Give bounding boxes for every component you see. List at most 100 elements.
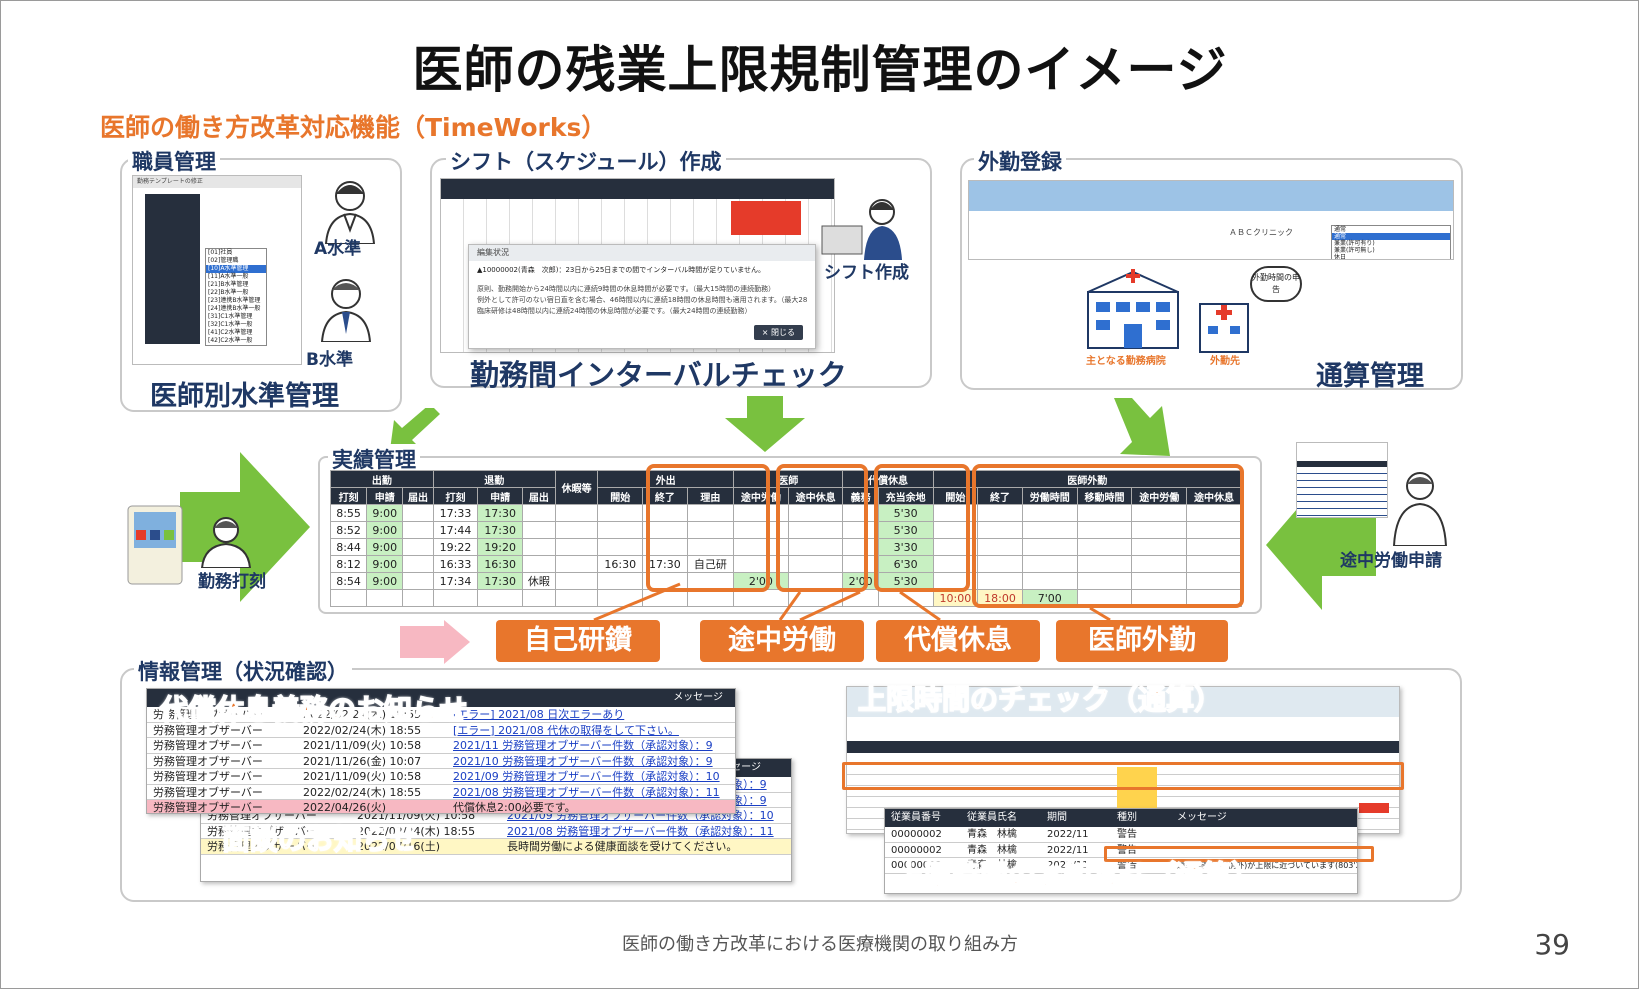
- dropdown-option[interactable]: [23]連携B水準管理: [208, 297, 261, 304]
- table-cell: 9:00: [366, 555, 404, 573]
- limit-emp-no: 00000002: [891, 844, 942, 856]
- outside-caption: 通算管理: [1316, 361, 1424, 392]
- interview-notice-title: 面談のお知らせ: [221, 822, 418, 857]
- message-text: 代償休息2:00必要です。: [453, 801, 576, 814]
- time-clock-terminal: [126, 504, 184, 586]
- message-text[interactable]: 2021/10 労務管理オブザーバー件数（承認対象）：9: [453, 754, 713, 768]
- limit-list-col-header: 従業員番号: [891, 812, 941, 823]
- message-text[interactable]: 2021/08 労務管理オブザーバー件数（承認対象）：11: [507, 824, 774, 838]
- table-cell: [522, 589, 556, 607]
- limit-kind: 警告: [1117, 829, 1137, 840]
- table-cell: 19:20: [477, 538, 523, 556]
- actual-table: 出勤退勤休暇等外出医師代償休息医師外勤 打刻申請届出打刻申請届出開始終了理由途中…: [329, 470, 1243, 607]
- select-option[interactable]: 通常: [1334, 226, 1347, 233]
- select-option[interactable]: 兼業(許可有り): [1334, 240, 1375, 247]
- info-panel-title: 情報管理（状況確認）: [134, 656, 352, 686]
- table-cell: 10:00: [932, 589, 979, 607]
- main-hospital-illustration: [1078, 262, 1188, 350]
- dropdown-option[interactable]: [21]B水準管理: [208, 281, 249, 288]
- limit-list-col-header: メッセージ: [1177, 812, 1227, 823]
- dropdown-option[interactable]: [22]B水準一般: [208, 289, 249, 296]
- dropdown-option[interactable]: [02]管理職: [208, 257, 239, 264]
- message-text[interactable]: [エラー] 2021/08 日次エラーあり: [453, 708, 625, 721]
- dialog-line: 例外として許可のない宿日直を含む場合、46時間以内に連続18時間の休息時間も適用…: [477, 296, 807, 304]
- dropdown-option[interactable]: [01]社員: [208, 249, 233, 256]
- slide-subtitle: 医師の働き方改革対応機能（TimeWorks）: [100, 113, 607, 142]
- outside-select-list[interactable]: 通常通常兼業(許可有り)兼業(許可無し)休日: [1331, 225, 1451, 260]
- interim-form-body: [1297, 467, 1387, 517]
- dropdown-option[interactable]: [31]C1水準管理: [208, 313, 253, 320]
- select-option[interactable]: 兼業(許可無し): [1334, 247, 1375, 254]
- outside-table-header: [969, 181, 1453, 211]
- limit-period: 2022/11: [1047, 829, 1089, 840]
- message-date: 2022/02/24(木) 18:55: [303, 708, 422, 721]
- message-date: 2021/11/09(火) 10:58: [303, 739, 422, 752]
- table-group-header: 退勤: [432, 470, 556, 488]
- message-text[interactable]: [エラー] 2021/08 代休の取得をして下さい。: [453, 723, 679, 737]
- interim-form-header: [1297, 461, 1387, 467]
- limit-list-header: 従業員番号従業員氏名期間種別メッセージ: [885, 809, 1357, 827]
- dropdown-option[interactable]: [11]A水準一般: [208, 273, 249, 280]
- message-sender: 労務管理オブザーバー: [153, 708, 263, 721]
- highlight-outside-work: [972, 464, 1244, 608]
- dropdown-option[interactable]: [42]C2水準一般: [208, 337, 253, 344]
- message-text[interactable]: 2021/08 労務管理オブザーバー件数（承認対象）：11: [453, 785, 720, 799]
- message-sender: 労務管理オブザーバー: [153, 785, 263, 799]
- interim-request-form: [1296, 442, 1388, 518]
- page-number: 39: [1534, 928, 1570, 961]
- highlight-limit-message: [1104, 846, 1374, 862]
- table-cell: 19:22: [432, 538, 479, 556]
- doctor-stamp-illustration: [196, 512, 256, 569]
- table-cell: 17:34: [432, 572, 479, 590]
- limit-emp-name: 青森 林檎: [967, 844, 1017, 856]
- table-sub-header: 移動時間: [1076, 487, 1133, 505]
- table-cell: 17:33: [432, 504, 479, 522]
- select-option[interactable]: 通常: [1332, 233, 1450, 240]
- shift-dialog-close-button[interactable]: × 閉じる: [753, 325, 803, 340]
- limit-check-header: [847, 687, 1399, 717]
- message-text[interactable]: 2021/09 労務管理オブザーバー件数（承認対象）：10: [453, 770, 720, 783]
- table-cell: 17:44: [432, 521, 479, 539]
- shift-create-label: シフト作成: [824, 263, 909, 283]
- staff-screenshot: 勤務テンプレートの修正 [01]社員[02]管理職[10]A水準管理[11]A水…: [132, 175, 302, 365]
- table-group-header: 医師外勤: [932, 470, 1243, 488]
- dropdown-option[interactable]: [41]C2水準管理: [208, 329, 253, 336]
- dropdown-option[interactable]: [32]C1水準一般: [208, 321, 253, 328]
- table-cell: 5'30: [877, 572, 934, 590]
- limit-notice-title: 上限時間のお知らせ（通算）: [895, 858, 1260, 893]
- dropdown-option[interactable]: [24]連携B水準一般: [208, 305, 261, 312]
- doctor-request-illustration: [1390, 466, 1448, 547]
- limit-kind: 警告: [1117, 860, 1137, 871]
- time-stamp-label: 勤務打刻: [198, 572, 266, 592]
- table-sub-header: 理由: [686, 487, 734, 505]
- limit-emp-name: 青森 林檎: [967, 860, 1017, 871]
- message-date: 2021/11/09(火) 10:58: [303, 770, 422, 783]
- table-cell: 16:30: [477, 555, 523, 573]
- table-cell: 8:52: [329, 521, 368, 539]
- dropdown-option[interactable]: [10]A水準管理: [206, 265, 266, 273]
- doctor-b-illustration: [316, 272, 376, 343]
- staff-dropdown[interactable]: [01]社員[02]管理職[10]A水準管理[11]A水準一般[21]B水準管理…: [205, 248, 267, 346]
- table-sub-header: 打刻: [432, 487, 479, 505]
- table-cell: 9:00: [366, 521, 404, 539]
- message-text: 長時間労働による健康面談を受けてください。: [507, 840, 738, 853]
- message-row[interactable]: 労務管理オブザーバー 2022/02/24(木) 18:55 [エラー] 2021/…: [147, 707, 735, 723]
- message-text[interactable]: 2021/11 労務管理オブザーバー件数（承認対象）：9: [453, 739, 713, 752]
- limit-period: 2022/11: [1047, 844, 1089, 856]
- select-option[interactable]: 休日: [1334, 254, 1347, 260]
- table-cell: 9:00: [366, 538, 404, 556]
